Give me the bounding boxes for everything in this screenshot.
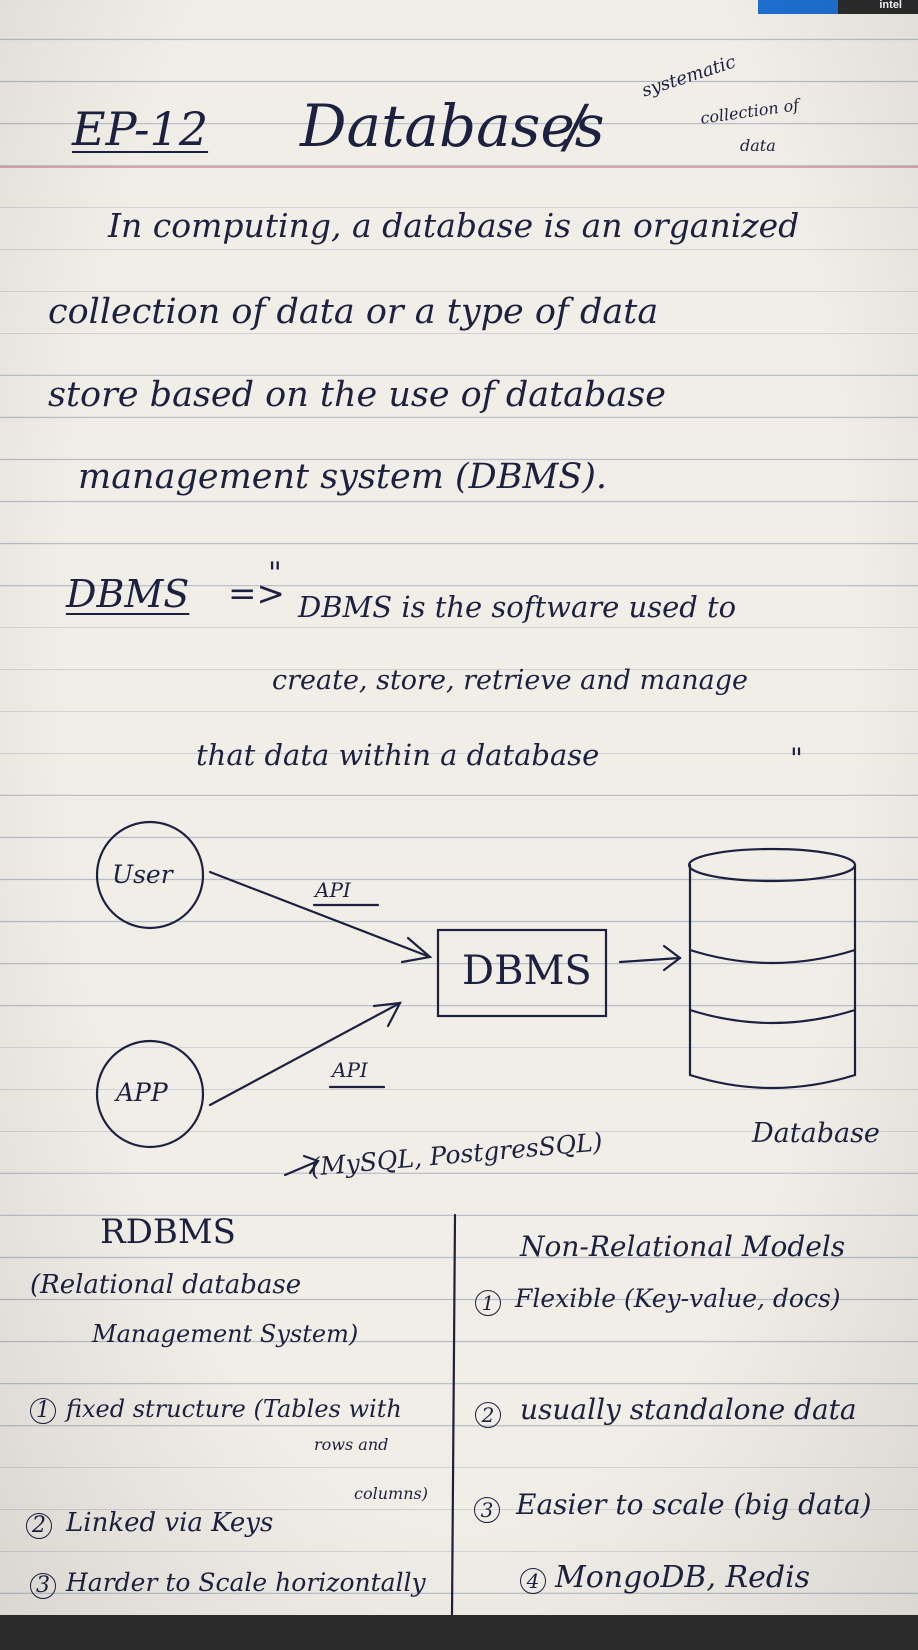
definition-line-3: store based on the use of database [48,375,666,415]
rdbms-item-3-num: 3 [30,1573,56,1599]
dbms-def-line-1: DBMS is the software used to [298,590,737,624]
app-to-dbms-arrow [208,1001,402,1107]
nonrel-item-2-num: 2 [475,1402,501,1428]
title-slash: / [565,92,585,160]
dbms-def-line-2: create, store, retrieve and manage [272,665,748,696]
user-label: User [112,860,173,889]
rdbms-item-2-line1: Linked via Keys [66,1508,274,1538]
nonrel-item-1-text: Flexible (Key-value, docs) [515,1284,841,1313]
user-circle [95,820,205,930]
page-title: Databases [300,92,605,160]
intel-logo: intel [758,0,918,14]
definition-line-2: collection of data or a type of data [48,292,659,332]
dbms-def-line-3: that data within a database [196,738,600,772]
rdbms-sub-1: (Relational database [30,1270,302,1300]
app-label: APP [116,1078,168,1107]
rdbms-item-1-line2: rows and [314,1435,389,1454]
nonrel-item-1-num: 1 [475,1290,501,1316]
quote-open: " [268,556,282,591]
episode-label: EP-12 [72,102,209,156]
api-top-label: API [315,878,351,902]
rdbms-item-1-line1: fixed structure (Tables with [66,1395,402,1423]
dbms-box-label: DBMS [462,948,592,994]
user-to-dbms-arrow [208,870,433,964]
app-circle [95,1039,205,1149]
quote-close: " [790,742,803,775]
nonrel-item-3-num: 3 [474,1497,500,1523]
rdbms-heading: RDBMS [100,1212,236,1252]
nonrel-item-3-text: Easier to scale (big data) [516,1488,872,1521]
column-divider [450,1213,457,1617]
nonrel-item-4-text: MongoDB, Redis [555,1560,811,1595]
rdbms-item-1-line3: columns) [354,1484,428,1503]
rdbms-item-2-num: 2 [26,1513,52,1539]
desk-edge [0,1615,918,1650]
title-note-line3: data [740,136,776,155]
margin-red-line [0,166,918,168]
rdbms-item-1-num: 1 [30,1398,56,1424]
definition-line-4: management system (DBMS). [78,457,608,497]
examples-arrow [283,1154,320,1177]
dbms-to-database-arrow [618,944,682,972]
dbms-arrow: => [228,574,285,614]
nonrel-item-2-text: usually standalone data [520,1393,857,1426]
database-cylinder-icon [687,847,857,1090]
definition-line-1: In computing, a database is an organized [108,206,800,245]
dbms-label: DBMS [66,572,190,616]
api-bottom-label: API [332,1058,368,1082]
dbms-box [436,928,608,1018]
database-label: Database [752,1118,880,1149]
nonrelational-heading: Non-Relational Models [520,1230,846,1263]
rdbms-sub-2: Management System) [92,1320,359,1348]
rdbms-item-3-line1: Harder to Scale horizontally [66,1568,426,1597]
nonrel-item-4-num: 4 [520,1568,546,1594]
